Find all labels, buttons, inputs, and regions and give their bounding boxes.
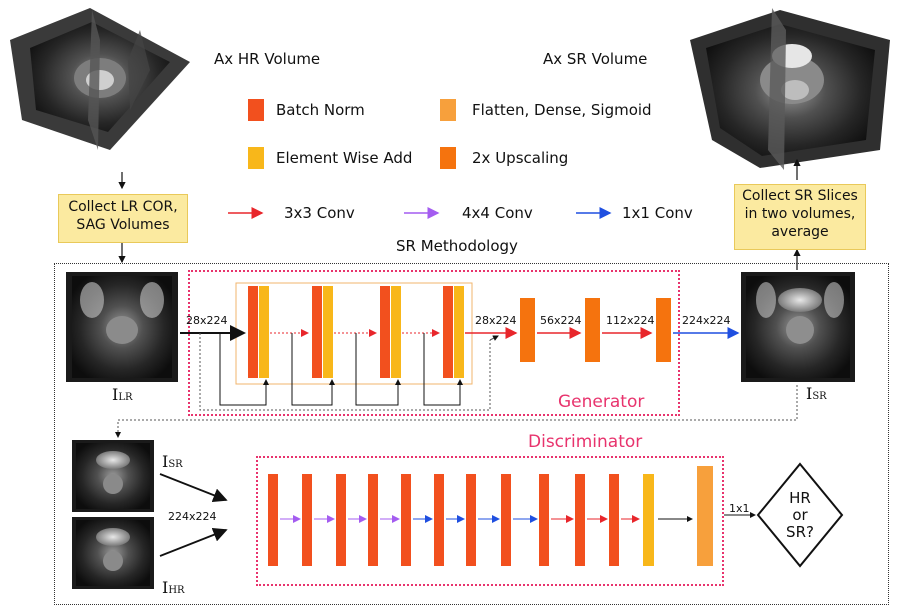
decision-line3: SR? bbox=[786, 523, 814, 541]
sr-discriminator-image bbox=[72, 440, 154, 512]
discriminator-block-7 bbox=[466, 474, 476, 566]
label-i-hr: IHR bbox=[162, 578, 185, 597]
discriminator-block-3 bbox=[336, 474, 346, 566]
sr-methodology-title: SR Methodology bbox=[396, 237, 518, 255]
dim-discriminator-output: 1x1 bbox=[729, 502, 750, 515]
collect-sr-line3: average bbox=[771, 224, 829, 240]
discriminator-block-1 bbox=[268, 474, 278, 566]
decision-text: HR or SR? bbox=[768, 490, 832, 541]
legend-flatten-label: Flatten, Dense, Sigmoid bbox=[472, 101, 652, 119]
discriminator-block-2 bbox=[302, 474, 312, 566]
ax-sr-volume-title: Ax SR Volume bbox=[543, 50, 648, 68]
label-i-sr-disc: ISR bbox=[162, 452, 183, 471]
collect-sr-line1: Collect SR Slices bbox=[742, 188, 858, 204]
discriminator-add-block bbox=[643, 474, 654, 566]
upscale-block-2 bbox=[585, 298, 600, 362]
discriminator-blocks bbox=[268, 466, 713, 566]
legend-element-add-label: Element Wise Add bbox=[276, 149, 413, 167]
decision-line1: HR bbox=[789, 489, 811, 507]
decision-diamond bbox=[756, 462, 844, 568]
sr-volume-image bbox=[690, 8, 890, 170]
discriminator-block-10 bbox=[575, 474, 585, 566]
sr-output-image bbox=[741, 272, 855, 382]
discriminator-block-5 bbox=[401, 474, 411, 566]
legend-upscaling-swatch bbox=[440, 147, 456, 169]
collect-lr-line1: Collect LR COR, bbox=[68, 199, 178, 215]
generator-title: Generator bbox=[558, 392, 645, 412]
legend-upscaling-label: 2x Upscaling bbox=[472, 149, 569, 167]
residual-block-2 bbox=[312, 286, 333, 378]
dim-generator-mid: 28x224 bbox=[475, 314, 517, 327]
collect-sr-line2: in two volumes, bbox=[744, 206, 856, 222]
discriminator-flatten-block bbox=[697, 466, 713, 566]
legend-conv1-label: 1x1 Conv bbox=[622, 204, 693, 222]
sr-feedback-connection bbox=[115, 385, 798, 438]
residual-block-1 bbox=[248, 286, 269, 378]
discriminator-frame bbox=[256, 456, 724, 586]
hr-discriminator-image bbox=[72, 517, 154, 589]
discriminator-block-8 bbox=[501, 474, 511, 566]
upscale-block-3 bbox=[656, 298, 671, 362]
discriminator-block-11 bbox=[609, 474, 619, 566]
dim-generator-input: 28x224 bbox=[186, 314, 228, 327]
upscale-block-1 bbox=[520, 298, 535, 362]
legend-flatten-swatch bbox=[440, 99, 456, 121]
arrow-sr-to-disc bbox=[159, 473, 228, 503]
legend-conv3-label: 3x3 Conv bbox=[284, 204, 355, 222]
dim-112: 112x224 bbox=[606, 314, 655, 327]
lr-input-image bbox=[66, 272, 178, 382]
residual-block-4 bbox=[443, 286, 464, 378]
dim-discriminator-input: 224x224 bbox=[168, 510, 217, 523]
dim-224-output: 224x224 bbox=[682, 314, 731, 327]
discriminator-title: Discriminator bbox=[528, 432, 643, 452]
legend-batch-norm-label: Batch Norm bbox=[276, 101, 365, 119]
label-i-lr: ILR bbox=[112, 385, 133, 404]
generator-connections bbox=[180, 325, 518, 411]
collect-lr-line2: SAG Volumes bbox=[76, 217, 170, 233]
label-i-sr-output: ISR bbox=[806, 384, 827, 403]
legend-batch-norm-swatch bbox=[248, 99, 264, 121]
residual-block-3 bbox=[380, 286, 401, 378]
hr-volume-image bbox=[10, 8, 190, 150]
discriminator-block-9 bbox=[539, 474, 549, 566]
legend-element-add-swatch bbox=[248, 147, 264, 169]
discriminator-block-4 bbox=[368, 474, 378, 566]
ax-hr-volume-title: Ax HR Volume bbox=[214, 50, 321, 68]
arrow-hr-to-disc bbox=[159, 527, 228, 557]
dim-56: 56x224 bbox=[540, 314, 582, 327]
discriminator-block-6 bbox=[434, 474, 444, 566]
legend-conv4-label: 4x4 Conv bbox=[462, 204, 533, 222]
collect-sr-box: Collect SR Slices in two volumes, averag… bbox=[734, 184, 866, 250]
decision-line2: or bbox=[792, 506, 808, 524]
collect-lr-box: Collect LR COR, SAG Volumes bbox=[58, 194, 188, 243]
generator-frame bbox=[188, 270, 680, 416]
methodology-frame bbox=[54, 263, 889, 605]
